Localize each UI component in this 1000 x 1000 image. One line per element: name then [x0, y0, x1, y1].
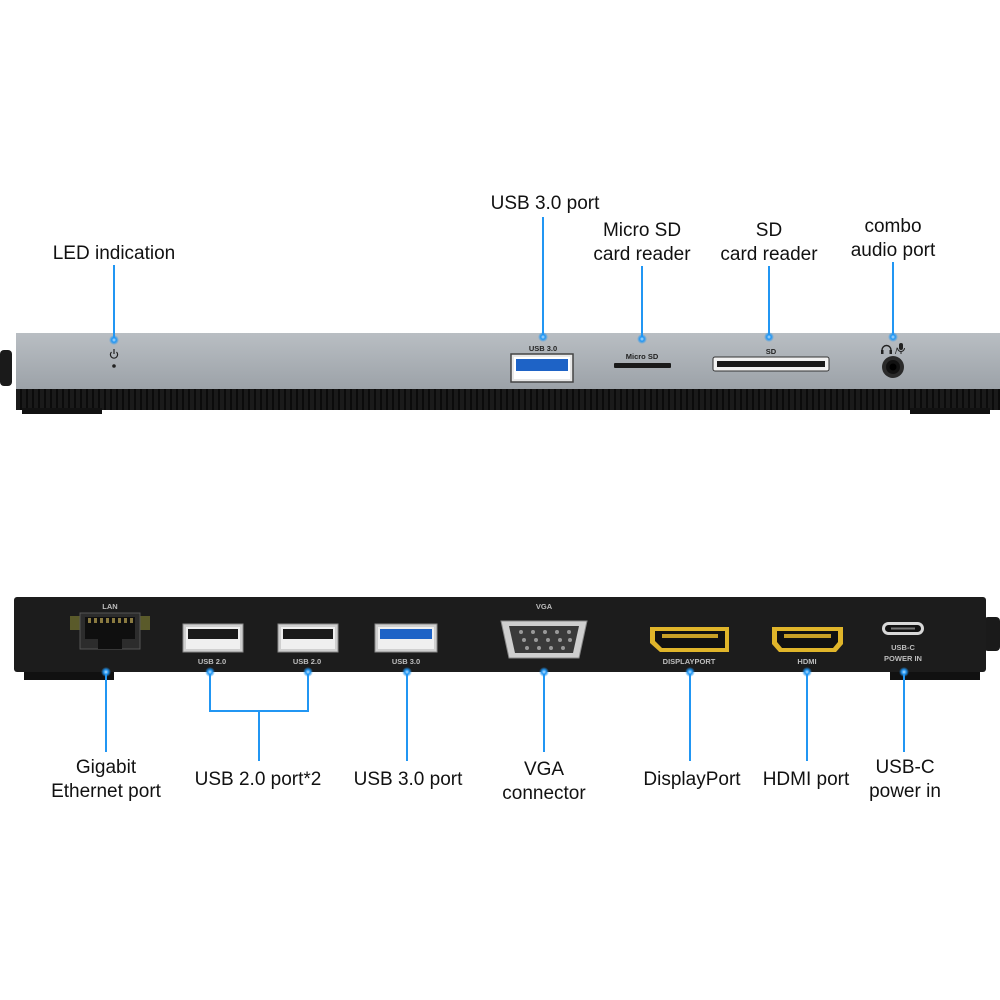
back-foot-left	[24, 672, 114, 680]
usb2-port-b-label: USB 2.0	[293, 657, 321, 666]
callout-led: LED indication	[53, 243, 176, 264]
microphone-icon	[897, 343, 905, 354]
callout-usbc-line1: USB-C	[875, 757, 934, 778]
usbc-port[interactable]	[882, 622, 924, 635]
usb2-b-callout-dot	[303, 667, 313, 677]
microsd-callout-dot	[637, 334, 647, 344]
audio-callout-dot	[888, 332, 898, 342]
power-icon	[109, 349, 119, 359]
callout-usb2: USB 2.0 port*2	[195, 769, 322, 790]
back-view: LAN USB 2.0 USB 2.0	[14, 597, 1000, 804]
usbc-label-line1: USB-C	[891, 643, 915, 652]
cable-left	[0, 350, 12, 386]
hdmi-label: HDMI	[797, 657, 816, 666]
front-device-ridges	[16, 389, 1000, 410]
cable-right	[984, 617, 1000, 651]
callout-usb3-front: USB 3.0 port	[491, 193, 600, 214]
callout-vga-line1: VGA	[524, 759, 564, 780]
vga-port[interactable]	[500, 620, 588, 659]
back-usb3-port[interactable]	[374, 623, 438, 653]
callout-usbc-line2: power in	[869, 781, 941, 802]
audio-jack[interactable]	[882, 356, 904, 378]
front-device-face	[16, 333, 1000, 389]
vga-port-label: VGA	[536, 602, 553, 611]
usbc-callout-dot	[899, 667, 909, 677]
callout-microsd-line2: card reader	[593, 244, 691, 265]
callout-hdmi: HDMI port	[763, 769, 850, 790]
callout-sd-line2: card reader	[720, 244, 818, 265]
callout-lan-line2: Ethernet port	[51, 781, 162, 802]
lan-callout-dot	[101, 667, 111, 677]
back-device-face	[14, 597, 986, 672]
usb2-port-a[interactable]	[182, 623, 244, 653]
led-callout-dot	[109, 335, 119, 345]
hdmi-port[interactable]	[772, 627, 843, 652]
back-foot-right	[890, 672, 980, 680]
callout-microsd-line1: Micro SD	[603, 220, 681, 241]
led-indicator	[112, 364, 116, 368]
hdmi-callout-dot	[802, 667, 812, 677]
displayport-label: DISPLAYPORT	[663, 657, 716, 666]
lan-port-label: LAN	[102, 602, 117, 611]
back-usb3-port-label: USB 3.0	[392, 657, 420, 666]
callout-sd-line1: SD	[756, 220, 782, 241]
usb3-back-callout-dot	[402, 667, 412, 677]
front-view: USB 3.0 Micro SD SD /	[0, 193, 1000, 414]
microsd-slot[interactable]	[614, 363, 671, 368]
vga-callout-dot	[539, 667, 549, 677]
svg-text:/: /	[895, 346, 898, 356]
headphone-icon	[881, 344, 892, 354]
displayport-port[interactable]	[650, 627, 729, 652]
front-sd-label: SD	[766, 347, 777, 356]
front-foot-right	[910, 408, 990, 414]
front-usb3-port-label: USB 3.0	[529, 344, 557, 353]
displayport-callout-dot	[685, 667, 695, 677]
usb2-port-a-label: USB 2.0	[198, 657, 226, 666]
callout-usb3-back: USB 3.0 port	[354, 769, 463, 790]
usb2-bracket	[209, 672, 309, 761]
callout-lan-line1: Gigabit	[76, 757, 137, 778]
callout-audio-line1: combo	[864, 216, 921, 237]
usb2-port-b[interactable]	[277, 623, 339, 653]
usb2-a-callout-dot	[205, 667, 215, 677]
usbc-label-line2: POWER IN	[884, 654, 922, 663]
callout-audio-line2: audio port	[851, 240, 936, 261]
usb3-front-callout-dot	[538, 332, 548, 342]
sd-callout-dot	[764, 332, 774, 342]
lan-port[interactable]	[70, 612, 150, 650]
callout-vga-line2: connector	[502, 783, 586, 804]
front-microsd-label: Micro SD	[626, 352, 659, 361]
front-foot-left	[22, 408, 102, 414]
callout-displayport: DisplayPort	[643, 769, 741, 790]
